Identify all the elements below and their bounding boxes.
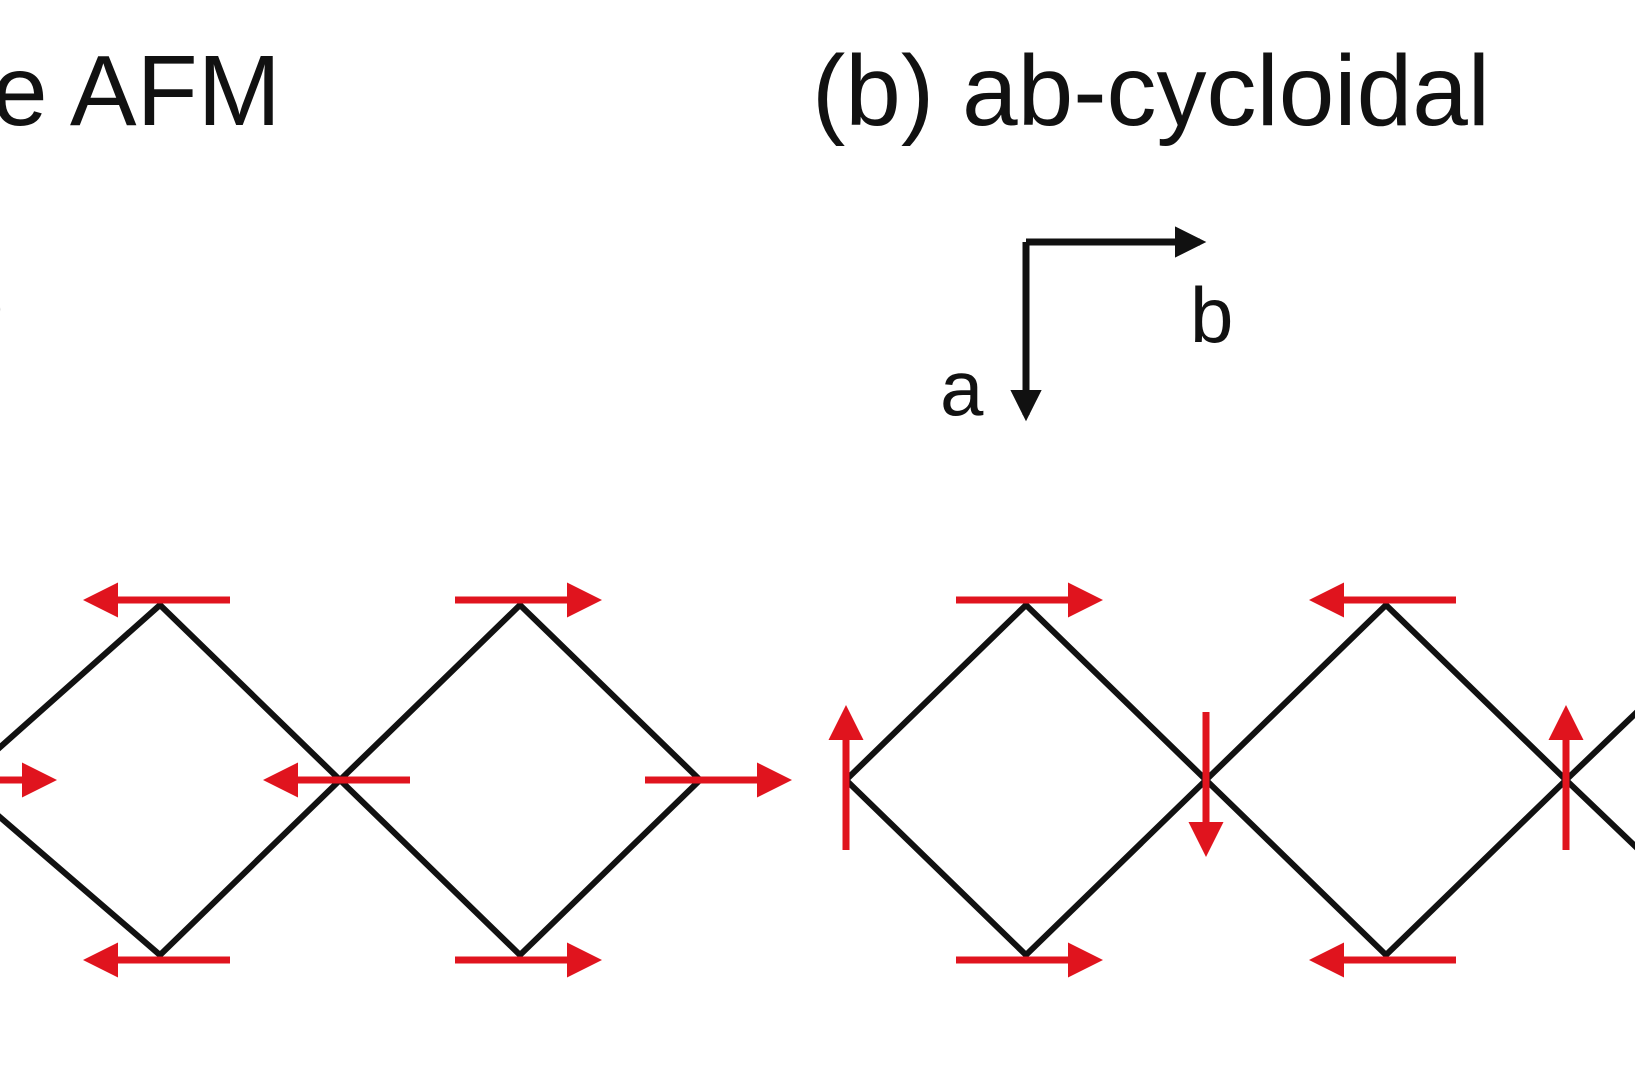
axis-label-b: b (1190, 271, 1233, 359)
lattice-panel-b (843, 600, 1635, 960)
panel-a-title: e AFM (0, 35, 281, 147)
spins-panel-b (828, 582, 1584, 978)
lattice-upper-zigzag-b (843, 600, 1635, 785)
panel-b-axes: b a (940, 226, 1233, 432)
lattice-upper-zigzag-a (0, 600, 703, 785)
lattice-lower-zigzag-b (843, 775, 1635, 960)
panel-a-axis-label-fragment: b (0, 259, 3, 347)
lattice-lower-zigzag-a (0, 775, 703, 960)
spins-panel-a (0, 582, 792, 978)
axis-label-a: a (940, 344, 984, 432)
panel-b-title: (b) ab-cycloidal (812, 35, 1490, 147)
